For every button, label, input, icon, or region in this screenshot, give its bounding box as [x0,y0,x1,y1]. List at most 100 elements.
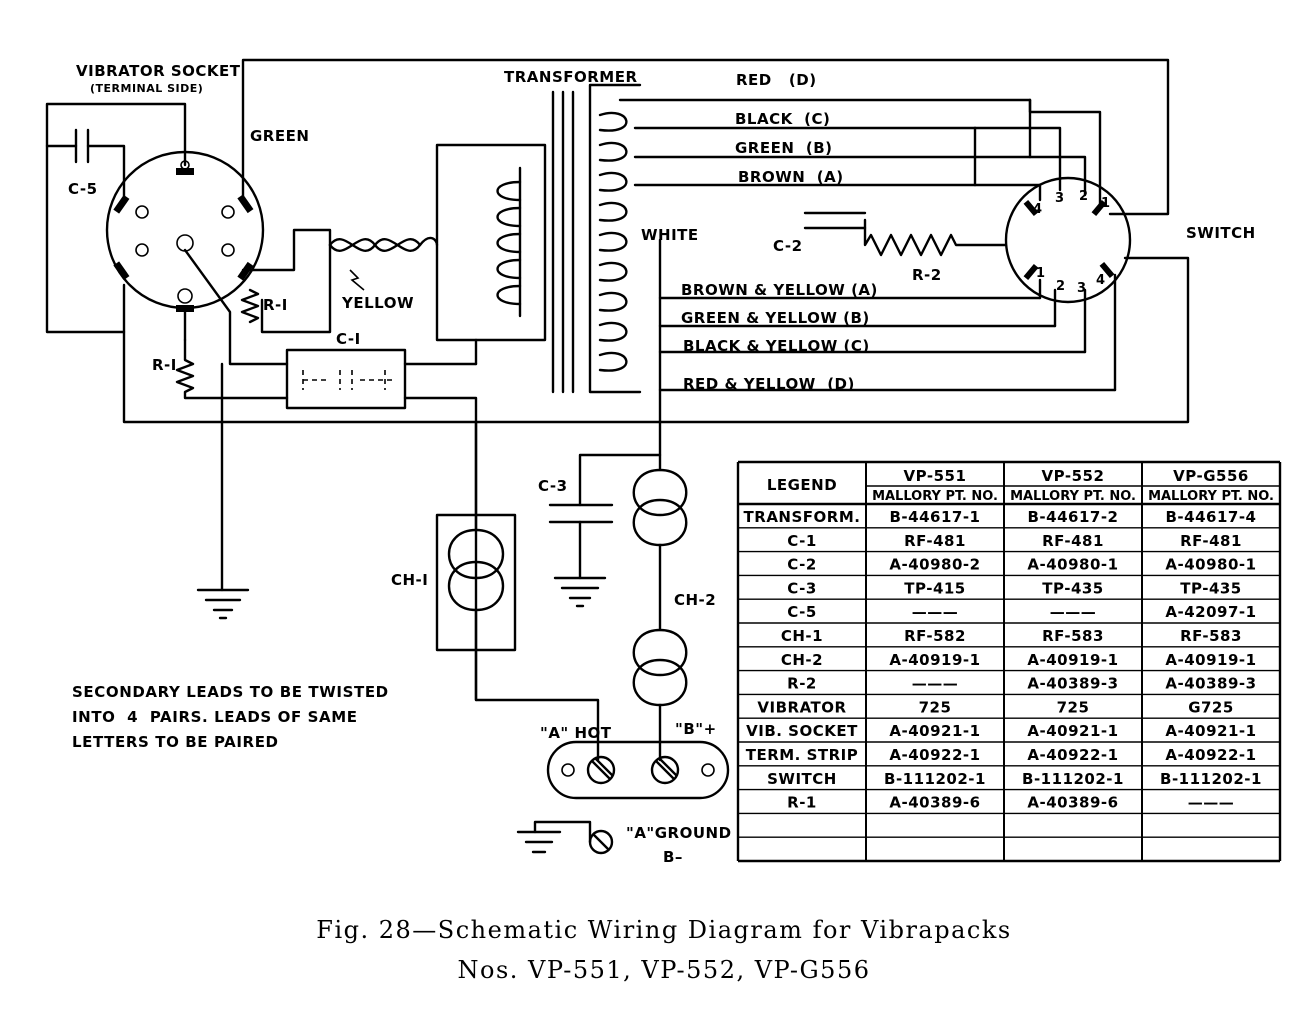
label-red-d: RED (D) [736,71,817,89]
label-red-yellow: RED & YELLOW (D) [683,375,855,393]
label-green-yellow: GREEN & YELLOW (B) [681,309,870,327]
table-cell-part-no: G725 [1188,698,1234,716]
table-cell-part-no: A-40389-3 [1165,675,1256,693]
switch-pin-top-2: 2 [1079,189,1088,204]
label-yellow: YELLOW [341,294,414,312]
label-black-yellow: BLACK & YELLOW (C) [683,337,870,355]
table-header-legend: LEGEND [767,476,837,494]
table-cell-part-no: ——— [912,675,959,693]
label-ch1: CH-I [391,571,428,589]
ground-symbol-left [196,588,250,620]
table-cell-part-no: A-40919-1 [1027,651,1118,669]
table-cell-part-no: 725 [1057,698,1090,716]
table-cell-legend: CH-1 [781,627,823,645]
table-cell-part-no: A-40980-1 [1027,556,1118,574]
label-terminal-side: (TERMINAL SIDE) [90,82,203,95]
ch1-choke [435,420,517,702]
label-green-b: GREEN (B) [735,139,833,157]
table-cell-part-no: A-40389-6 [889,794,980,812]
table-cell-part-no: ——— [1188,794,1235,812]
switch-pin-bot-3: 3 [1077,281,1086,296]
table-cell-part-no: A-40389-3 [1027,675,1118,693]
table-cell-part-no: RF-481 [904,532,966,550]
label-r1-left: R-I [152,356,177,374]
table-cell-part-no: RF-583 [1042,627,1104,645]
label-r2: R-2 [912,266,942,284]
table-cell-legend: C-2 [787,556,817,574]
table-cell-part-no: RF-481 [1180,532,1242,550]
vibrator-socket [105,150,265,312]
note-line-3: LETTERS TO BE PAIRED [72,733,279,751]
table-cell-part-no: A-40921-1 [1027,722,1118,740]
label-white: WHITE [641,226,699,244]
label-switch: SWITCH [1186,224,1256,242]
label-brown-a: BROWN (A) [738,168,844,186]
note-line-2: INTO 4 PAIRS. LEADS OF SAME [72,708,358,726]
table-cell-part-no: ——— [912,603,959,621]
c2-r2-network [803,211,1007,257]
label-a-ground: "A"GROUND [626,824,732,842]
transformer-secondary [588,83,1117,472]
label-b-plus: "B"+ [675,720,717,738]
switch-pin-top-4: 4 [1033,202,1042,217]
table-cell-legend: R-1 [787,794,817,812]
table-cell-part-no: RF-582 [904,627,966,645]
table-cell-part-no: 725 [919,698,952,716]
table-cell-legend: C-1 [787,532,817,550]
label-c2: C-2 [773,237,803,255]
figure-caption-line-2: Nos. VP-551, VP-552, VP-G556 [458,956,871,984]
c3-capacitor [548,453,662,608]
yellow-twisted-lead [328,236,439,291]
table-cell-legend: VIB. SOCKET [746,722,858,740]
label-c3: C-3 [538,477,568,495]
label-transformer: TRANSFORMER [504,68,638,86]
table-cell-part-no: A-40922-1 [889,746,980,764]
ch2-choke [632,468,688,762]
label-black-c: BLACK (C) [735,110,830,128]
table-cell-part-no: A-40389-6 [1027,794,1118,812]
table-cell-part-no: A-40921-1 [1165,722,1256,740]
table-cell-legend: C-3 [787,579,817,597]
table-cell-part-no: B-44617-1 [889,508,980,526]
transformer-core [551,90,575,394]
table-cell-legend: R-2 [787,675,817,693]
switch-pin-bot-1: 1 [1036,266,1045,281]
table-cell-legend: VIBRATOR [757,698,846,716]
note-line-1: SECONDARY LEADS TO BE TWISTED [72,683,389,701]
table-cell-part-no: TP-415 [904,579,966,597]
table-cell-part-no: TP-435 [1180,579,1242,597]
secondary-leads-note: SECONDARY LEADS TO BE TWISTED INTO 4 PAI… [72,683,389,751]
table-cell-legend: TRANSFORM. [744,508,861,526]
table-cell-legend: TERM. STRIP [746,746,859,764]
table-cell-part-no: RF-583 [1180,627,1242,645]
table-header-mallory: MALLORY PT. NO. [872,489,998,504]
table-header-mallory: MALLORY PT. NO. [1148,489,1274,504]
table-header-mallory: MALLORY PT. NO. [1010,489,1136,504]
table-cell-legend: SWITCH [767,770,837,788]
table-cell-part-no: A-40922-1 [1165,746,1256,764]
switch: 4 3 2 1 1 2 3 4 [1004,176,1132,304]
table-header-model: VP-551 [904,467,967,485]
table-cell-part-no: A-40980-1 [1165,556,1256,574]
label-green-socket: GREEN [250,127,309,145]
switch-pin-bot-2: 2 [1056,279,1065,294]
table-cell-part-no: A-40980-2 [889,556,980,574]
table-cell-part-no: TP-435 [1042,579,1104,597]
table-header-model: VP-G556 [1173,467,1249,485]
wiring-left [45,58,1190,762]
table-cell-part-no: A-40919-1 [889,651,980,669]
table-cell-part-no: A-40922-1 [1027,746,1118,764]
label-c1: C-I [336,330,361,348]
table-cell-part-no: A-40919-1 [1165,651,1256,669]
label-r1-top: R-I [263,296,288,314]
figure-caption-line-1: Fig. 28—Schematic Wiring Diagram for Vib… [316,916,1011,944]
table-header-model: VP-552 [1042,467,1105,485]
table-cell-part-no: B-44617-4 [1165,508,1256,526]
label-ch2: CH-2 [674,591,716,609]
table-cell-part-no: B-111202-1 [1160,770,1262,788]
label-vibrator-socket: VIBRATOR SOCKET [76,62,241,80]
table-cell-part-no: B-111202-1 [1022,770,1124,788]
label-b-minus: B– [663,848,683,866]
